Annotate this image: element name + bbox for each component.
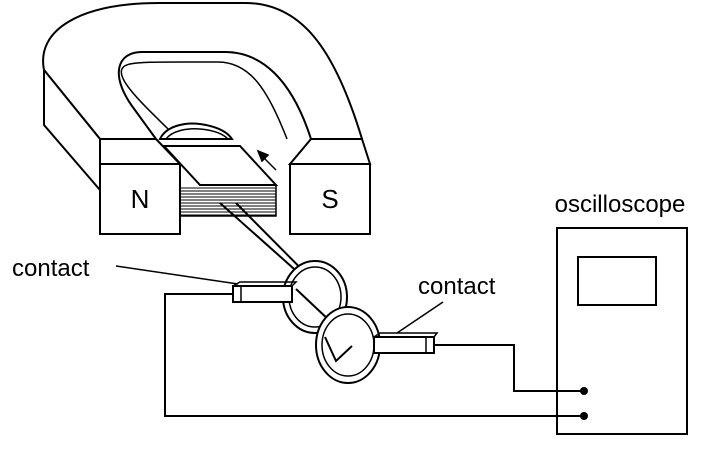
rotor-disk (158, 122, 234, 140)
label-leaders (115, 265, 444, 334)
wire-right-contact (434, 344, 584, 392)
magnet-inner-rim (120, 61, 288, 140)
right-contact (373, 332, 439, 354)
oscilloscope-label: oscilloscope (555, 191, 686, 218)
left-contact-label: contact (12, 255, 90, 282)
south-pole-label: S (321, 184, 338, 214)
circuit-wires (164, 293, 584, 417)
oscilloscope (556, 227, 688, 435)
armature-coil (161, 145, 279, 217)
left-contact (232, 281, 298, 303)
magnet-top-surface (42, 2, 363, 140)
right-contact-label: contact (418, 273, 496, 300)
rotation-arrow-icon (256, 149, 277, 171)
south-pole: S (287, 138, 372, 235)
north-pole-label: N (131, 184, 150, 214)
wire-left-contact (164, 293, 584, 417)
north-pole: N (99, 138, 183, 235)
slip-ring-lower (315, 306, 381, 384)
oscilloscope-screen (577, 256, 657, 306)
